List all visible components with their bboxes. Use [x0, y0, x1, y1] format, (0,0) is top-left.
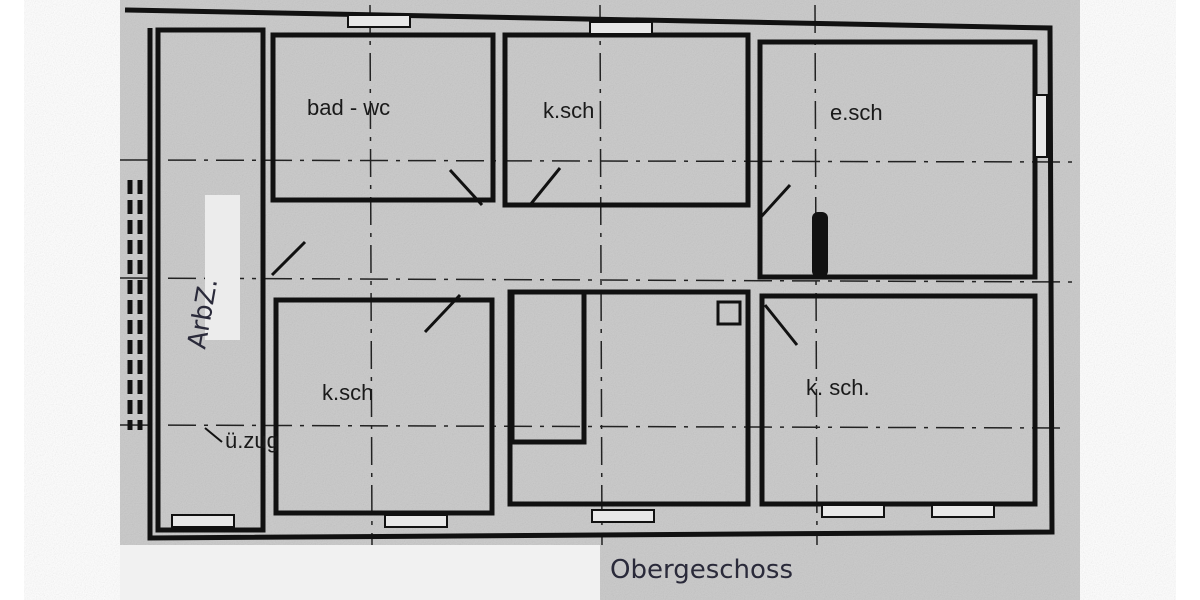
plan-title: Obergeschoss [610, 555, 793, 585]
paper-margin [120, 545, 600, 600]
room-label-kinder-schlafzimmer-left: k.sch [322, 380, 373, 405]
room-label-bad-wc: bad - wc [307, 95, 390, 120]
chimney [812, 212, 828, 277]
axis-lines [119, 4, 1076, 546]
room-label-kinder-schlafzimmer-right: k. sch. [806, 375, 870, 400]
windows [171, 14, 1048, 528]
room-label-kinder-schlafzimmer-top: k.sch [543, 98, 594, 123]
annotation-ueberzug: ü.zug [225, 428, 279, 453]
room-label-eltern-schlafzimmer: e.sch [830, 100, 883, 125]
door-swings [270, 167, 799, 346]
flue [716, 300, 742, 326]
paper-patch [205, 195, 240, 340]
annotation-leader [204, 427, 223, 443]
